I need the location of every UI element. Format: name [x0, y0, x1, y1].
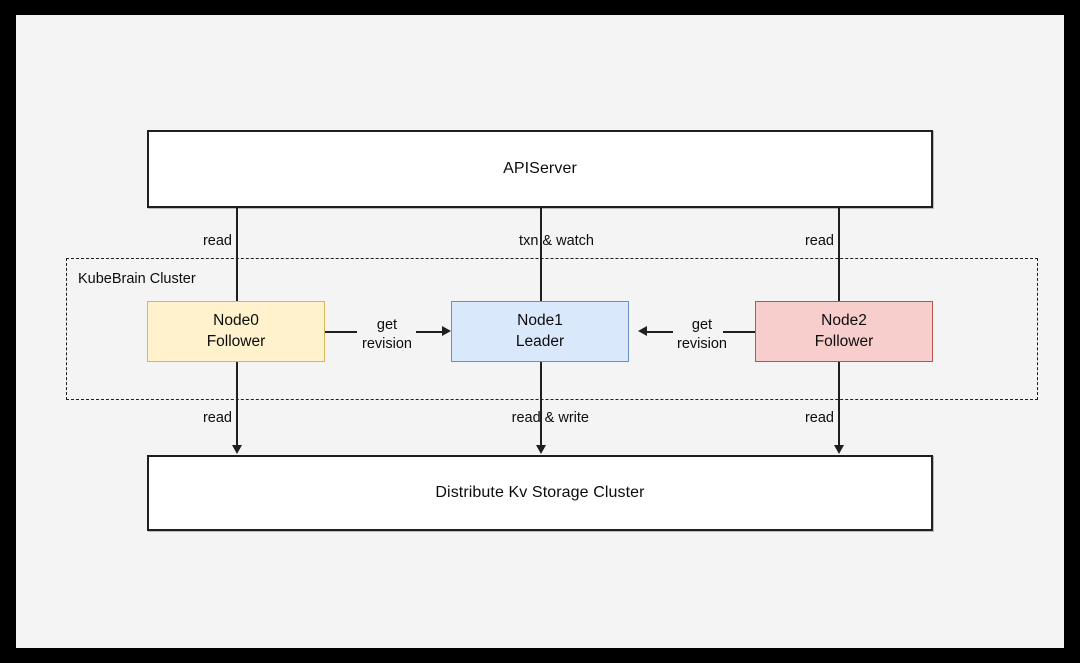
- kubebrain-cluster-label: KubeBrain Cluster: [78, 271, 196, 287]
- connector-node1-storage: [540, 362, 542, 446]
- arrowhead-node1-storage: [535, 445, 546, 454]
- connector-node0-node1-tail: [416, 331, 442, 333]
- apiserver-label: APIServer: [503, 160, 577, 177]
- edge-label-node2-node1-line2: revision: [677, 335, 727, 352]
- node1-role: Leader: [515, 332, 565, 350]
- apiserver-box[interactable]: APIServer: [147, 130, 933, 208]
- kubebrain-cluster-boundary: [66, 258, 1038, 400]
- node1-name: Node1: [517, 312, 563, 330]
- node2-role: Follower: [814, 332, 874, 350]
- edge-label-node0-node1-line1: get: [376, 317, 398, 333]
- edge-label-node2-node1-line1: get: [691, 317, 713, 333]
- connector-node2-storage: [838, 362, 840, 446]
- edge-label-node2-node1: get revision: [677, 316, 727, 353]
- diagram-canvas: APIServer read txn & watch read KubeBrai…: [16, 15, 1064, 648]
- edge-label-apiserver-node0: read: [202, 233, 232, 249]
- arrowhead-node0-storage: [231, 445, 242, 454]
- node2-box[interactable]: Node2 Follower: [755, 301, 933, 362]
- node2-name: Node2: [821, 312, 867, 330]
- connector-apiserver-node0: [236, 208, 238, 303]
- edge-label-node1-storage: read & write: [511, 410, 589, 426]
- node1-box[interactable]: Node1 Leader: [451, 301, 629, 362]
- edge-label-node0-storage: read: [202, 410, 232, 426]
- connector-node2-node1-stub: [723, 331, 755, 333]
- storage-cluster-box[interactable]: Distribute Kv Storage Cluster: [147, 455, 933, 531]
- connector-node0-storage: [236, 362, 238, 446]
- arrowhead-node0-node1: [442, 326, 451, 336]
- connector-node0-node1-stub: [325, 331, 357, 333]
- node0-name: Node0: [213, 312, 259, 330]
- edge-label-apiserver-node2: read: [804, 233, 834, 249]
- storage-cluster-label: Distribute Kv Storage Cluster: [435, 484, 645, 501]
- node0-role: Follower: [206, 332, 266, 350]
- connector-apiserver-node1: [540, 208, 542, 303]
- edge-label-apiserver-node1: txn & watch: [519, 233, 594, 249]
- edge-label-node0-node1-line2: revision: [362, 335, 412, 352]
- arrowhead-node2-storage: [833, 445, 844, 454]
- node0-box[interactable]: Node0 Follower: [147, 301, 325, 362]
- edge-label-node0-node1: get revision: [362, 316, 412, 353]
- edge-label-node2-storage: read: [804, 410, 834, 426]
- connector-apiserver-node2: [838, 208, 840, 303]
- connector-node2-node1-tail: [647, 331, 673, 333]
- arrowhead-node2-node1: [638, 326, 647, 336]
